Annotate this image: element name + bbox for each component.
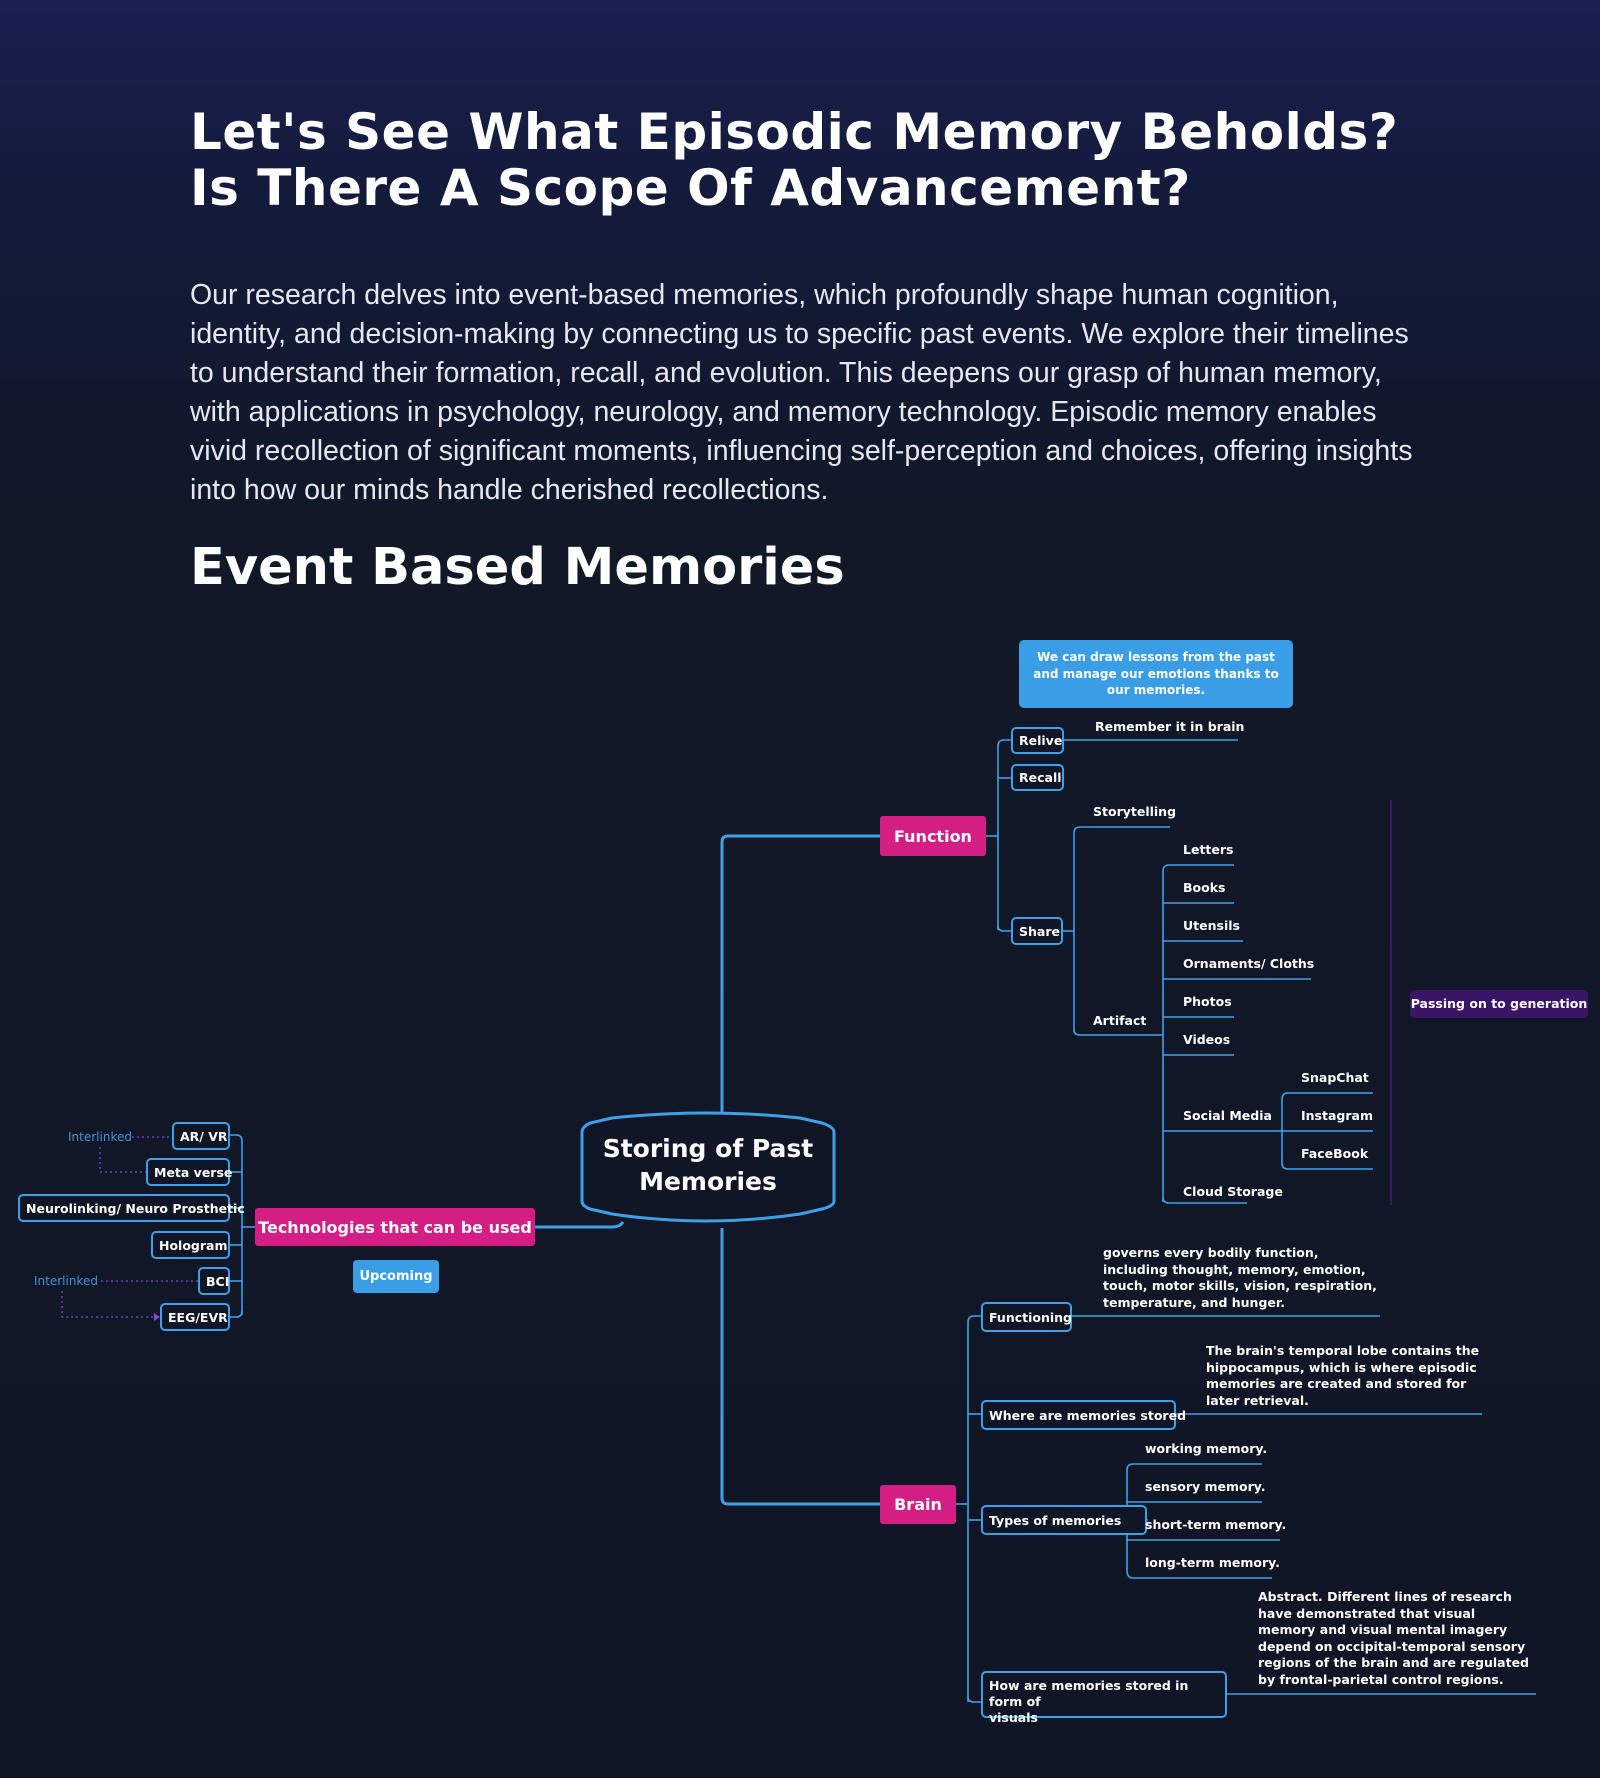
tech-item[interactable]: BCI: [198, 1267, 230, 1295]
page-title: Let's See What Episodic Memory Beholds? …: [190, 104, 1510, 216]
interlinked-note: Interlinked: [68, 1130, 132, 1144]
social-item: FaceBook: [1301, 1146, 1369, 1161]
interlinked-note: Interlinked: [34, 1274, 98, 1288]
tech-item[interactable]: Neurolinking/ Neuro Prosthetic: [18, 1194, 245, 1222]
share-node[interactable]: Share: [1011, 917, 1063, 945]
brain-node[interactable]: Brain: [880, 1485, 956, 1524]
social-item: SnapChat: [1301, 1070, 1369, 1085]
page-title-line2: Is There A Scope Of Advancement?: [190, 159, 1191, 217]
memory-type: long-term memory.: [1145, 1555, 1280, 1570]
social-media-label: Social Media: [1183, 1108, 1272, 1123]
memory-type: working memory.: [1145, 1441, 1268, 1456]
visuals-description: Abstract. Different lines of research ha…: [1258, 1589, 1529, 1687]
storytelling-label: Storytelling: [1093, 804, 1177, 819]
visuals-node-line1: How are memories stored in form of: [989, 1678, 1189, 1709]
tech-item[interactable]: EEG/EVR: [160, 1303, 230, 1331]
artifact-item: Photos: [1183, 994, 1232, 1009]
center-node-line2: Memories: [639, 1167, 777, 1196]
where-stored-node[interactable]: Where are memories stored: [981, 1400, 1186, 1430]
tech-item[interactable]: Hologram: [151, 1231, 230, 1259]
visuals-node-line2: visuals: [989, 1710, 1038, 1725]
section-title: Event Based Memories: [190, 538, 845, 597]
types-node[interactable]: Types of memories: [981, 1505, 1147, 1535]
intro-paragraph: Our research delves into event-based mem…: [190, 279, 1413, 506]
artifact-item: Books: [1183, 880, 1226, 895]
relive-node[interactable]: Relive: [1011, 727, 1064, 754]
where-stored-description: The brain's temporal lobe contains the h…: [1206, 1343, 1480, 1408]
function-node[interactable]: Function: [880, 816, 986, 856]
technologies-node[interactable]: Technologies that can be used: [255, 1208, 535, 1246]
center-node-shape: [580, 1111, 836, 1223]
artifact-item: Videos: [1183, 1032, 1231, 1047]
memory-type: short-term memory.: [1145, 1517, 1287, 1532]
functioning-node[interactable]: Functioning: [981, 1302, 1072, 1332]
center-node-line1: Storing of Past: [602, 1134, 814, 1163]
upcoming-badge: Upcoming: [353, 1260, 439, 1293]
cloud-storage-label: Cloud Storage: [1183, 1184, 1283, 1199]
relive-note: Remember it in brain: [1095, 719, 1245, 734]
recall-node[interactable]: Recall: [1011, 764, 1064, 791]
function-callout: We can draw lessons from the past and ma…: [1019, 640, 1293, 708]
tech-item[interactable]: AR/ VR: [172, 1122, 230, 1150]
visuals-node[interactable]: How are memories stored in form of visua…: [981, 1671, 1227, 1725]
center-node[interactable]: Storing of Past Memories: [582, 1132, 834, 1198]
artifact-item: Ornaments/ Cloths: [1183, 956, 1315, 971]
tech-item[interactable]: Meta verse: [146, 1158, 232, 1186]
passing-on-badge: Passing on to generation: [1410, 990, 1588, 1018]
artifact-item: Letters: [1183, 842, 1234, 857]
memory-type: sensory memory.: [1145, 1479, 1266, 1494]
functioning-description: governs every bodily function, including…: [1103, 1245, 1377, 1310]
artifact-item: Utensils: [1183, 918, 1240, 933]
page-title-line1: Let's See What Episodic Memory Beholds?: [190, 103, 1399, 161]
social-item: Instagram: [1301, 1108, 1373, 1123]
artifact-label: Artifact: [1093, 1013, 1147, 1028]
